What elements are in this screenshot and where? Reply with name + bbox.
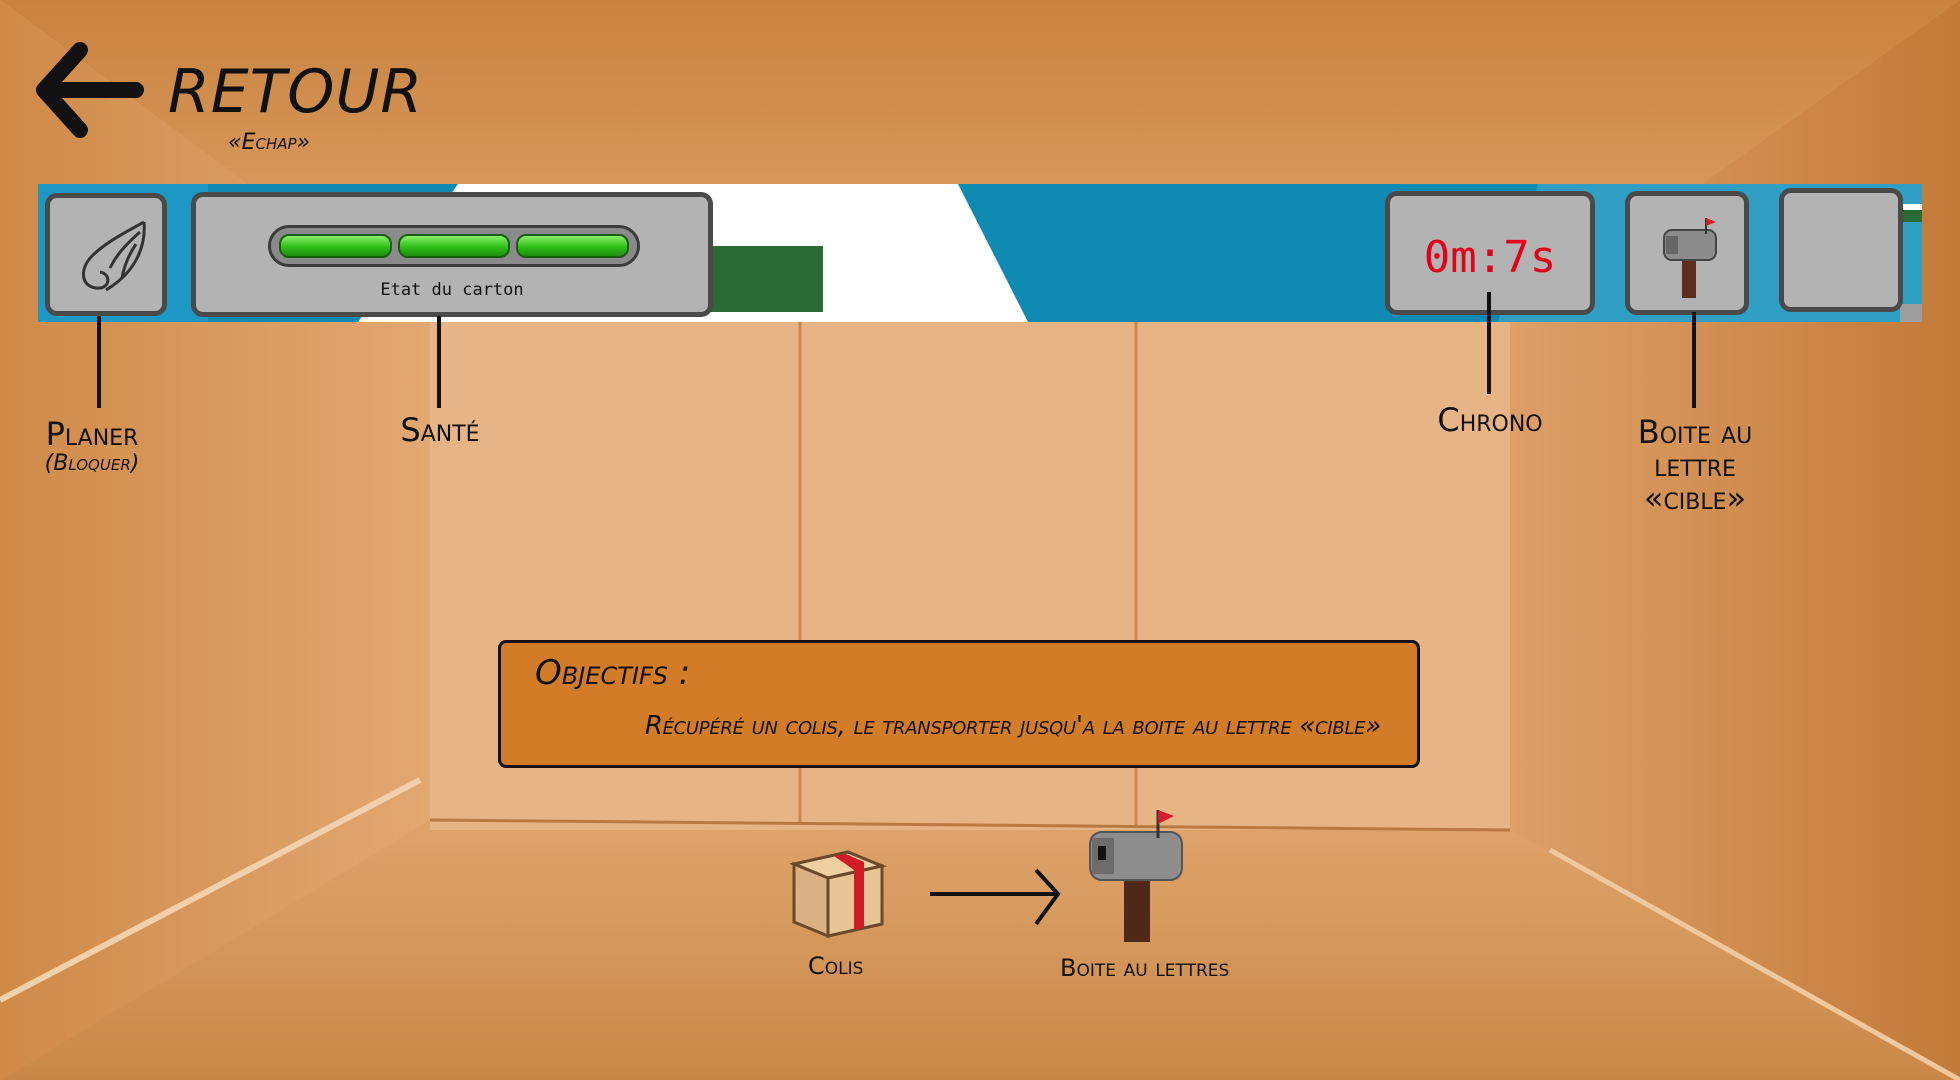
back-key-hint: «Echap» <box>228 130 311 155</box>
planer-sublabel: (Bloquer) <box>44 450 140 476</box>
target-label-line2: lettre <box>1654 446 1736 484</box>
planer-label: Planer (Bloquer) <box>12 415 172 476</box>
sante-label: Santé <box>400 411 480 449</box>
objectives-title: Objectifs : <box>535 653 691 693</box>
health-segment <box>279 234 392 258</box>
parcel-label: Colis <box>808 952 864 980</box>
mailbox-label: Boite au lettres <box>1060 954 1230 982</box>
target-leader-line <box>1692 312 1696 408</box>
planer-slot[interactable] <box>45 193 167 316</box>
health-segment <box>516 234 630 258</box>
sante-leader-line <box>437 316 441 408</box>
objectives-panel: Objectifs : Récupéré un colis, le transp… <box>498 640 1420 768</box>
health-fill <box>279 234 630 258</box>
planer-leader-line <box>97 316 101 408</box>
wing-icon <box>66 216 150 300</box>
health-segment <box>397 234 511 258</box>
back-label: RETOUR <box>168 57 424 127</box>
empty-slot <box>1779 188 1903 312</box>
health-bar <box>268 225 640 267</box>
chrono-leader-line <box>1487 292 1491 394</box>
back-arrow-icon <box>36 42 146 142</box>
target-label-line3: «cible» <box>1643 479 1747 517</box>
parcel-item <box>788 844 888 944</box>
mailbox-item <box>1088 806 1184 946</box>
planer-label-text: Planer <box>45 415 139 453</box>
health-slot: Etat du carton <box>191 192 713 317</box>
back-button[interactable]: RETOUR «Echap» <box>36 42 422 155</box>
mailbox-icon <box>1660 214 1720 302</box>
health-caption: Etat du carton <box>380 280 524 300</box>
target-label-line1: Boite au <box>1637 413 1753 451</box>
target-label: Boite au lettre «cible» <box>1600 416 1790 515</box>
chrono-label: Chrono <box>1437 401 1543 439</box>
mailbox-icon <box>1088 810 1184 946</box>
arrow-right-icon <box>928 868 1064 934</box>
chrono-value: 0m:7s <box>1423 232 1557 283</box>
target-mailbox-slot <box>1625 191 1749 315</box>
hud-strip: Etat du carton 0m:7s <box>38 184 1922 322</box>
parcel-icon <box>788 850 888 944</box>
objectives-text: Récupéré un colis, le transporter jusqu'… <box>644 711 1381 741</box>
